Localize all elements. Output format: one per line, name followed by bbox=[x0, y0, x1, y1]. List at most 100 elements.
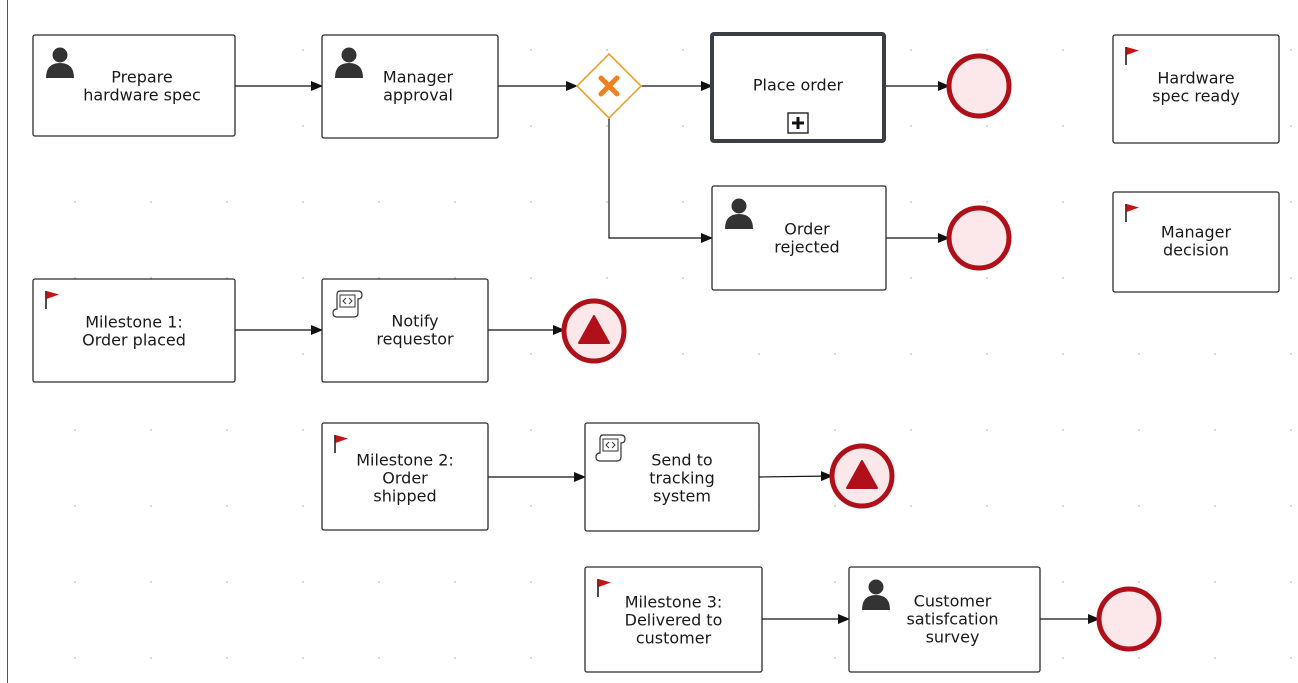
task-box[interactable] bbox=[1112, 34, 1280, 144]
flag-icon bbox=[1125, 47, 1139, 65]
grid-dot bbox=[1290, 505, 1292, 507]
grid-dot bbox=[1138, 505, 1140, 507]
grid-dot bbox=[1062, 657, 1064, 659]
task-label-line: Milestone 1: bbox=[85, 313, 183, 332]
task-place[interactable]: Place order bbox=[710, 32, 886, 143]
grid-dot bbox=[834, 353, 836, 355]
end-event-end-notify[interactable] bbox=[561, 298, 627, 364]
end-event-circle[interactable] bbox=[946, 205, 1012, 271]
escalation-triangle-icon bbox=[846, 460, 878, 489]
grid-dot bbox=[606, 201, 608, 203]
collapsed-subprocess-marker[interactable] bbox=[787, 112, 809, 134]
task-box[interactable] bbox=[321, 34, 499, 139]
sequence-flow-gw-to-rejected[interactable] bbox=[608, 118, 713, 243]
exclusive-gateway[interactable] bbox=[575, 52, 643, 120]
grid-dot bbox=[834, 505, 836, 507]
grid-dot bbox=[606, 49, 608, 51]
grid-dot bbox=[1062, 581, 1064, 583]
grid-dot bbox=[150, 657, 152, 659]
grid-dot bbox=[986, 201, 988, 203]
grid-dot bbox=[454, 657, 456, 659]
end-event-end-survey[interactable] bbox=[1096, 586, 1162, 652]
end-event-end-rejected[interactable] bbox=[946, 205, 1012, 271]
task-label-line: Prepare bbox=[111, 68, 172, 87]
task-box[interactable] bbox=[321, 422, 489, 531]
task-m1[interactable]: Milestone 1:Order placed bbox=[32, 278, 236, 383]
grid-dot bbox=[1062, 125, 1064, 127]
end-event-circle[interactable] bbox=[1096, 586, 1162, 652]
grid-dot bbox=[758, 353, 760, 355]
grid-dot bbox=[530, 505, 532, 507]
grid-dot bbox=[74, 657, 76, 659]
end-event-end-tracking[interactable] bbox=[829, 443, 895, 509]
grid-dot bbox=[834, 429, 836, 431]
grid-dot bbox=[910, 277, 912, 279]
grid-dot bbox=[454, 201, 456, 203]
task-box[interactable] bbox=[848, 566, 1041, 673]
task-box[interactable] bbox=[710, 32, 886, 143]
task-box[interactable] bbox=[321, 278, 489, 383]
end-event-end-place[interactable] bbox=[946, 53, 1012, 119]
grid-dot bbox=[1062, 353, 1064, 355]
user-icon bbox=[46, 47, 74, 78]
grid-dot bbox=[986, 505, 988, 507]
grid-dot bbox=[1290, 277, 1292, 279]
grid-dot bbox=[1290, 49, 1292, 51]
task-box[interactable] bbox=[584, 422, 760, 532]
task-label-line: Order bbox=[382, 469, 428, 488]
grid-dot bbox=[530, 201, 532, 203]
grid-dot bbox=[834, 581, 836, 583]
grid-dot bbox=[150, 505, 152, 507]
task-box[interactable] bbox=[32, 34, 236, 137]
grid-dot bbox=[302, 429, 304, 431]
sequence-flows bbox=[235, 81, 1100, 624]
task-label-line: hardware spec bbox=[83, 86, 201, 105]
task-label-line: requestor bbox=[376, 330, 454, 349]
grid-dot bbox=[682, 201, 684, 203]
task-label-line: Hardware bbox=[1157, 69, 1234, 88]
grid-dot bbox=[74, 429, 76, 431]
task-box[interactable] bbox=[32, 278, 236, 383]
sequence-flow-tracking-to-end-tracking[interactable] bbox=[758, 471, 833, 482]
script-icon bbox=[332, 290, 363, 318]
task-box[interactable] bbox=[584, 566, 763, 673]
end-event-circle[interactable] bbox=[946, 53, 1012, 119]
task-label-line: Place order bbox=[753, 76, 844, 95]
gateway-x-icon bbox=[598, 75, 620, 97]
grid-dot bbox=[74, 505, 76, 507]
grid-dot bbox=[682, 353, 684, 355]
grid-dot bbox=[1138, 353, 1140, 355]
task-box[interactable] bbox=[1112, 191, 1280, 293]
grid-dot bbox=[454, 581, 456, 583]
grid-dot bbox=[834, 657, 836, 659]
flag-icon bbox=[597, 579, 611, 597]
grid-dot bbox=[530, 657, 532, 659]
grid-dot bbox=[302, 581, 304, 583]
task-label-line: survey bbox=[926, 628, 980, 647]
grid-dot bbox=[302, 353, 304, 355]
task-label-line: Manager bbox=[383, 68, 454, 87]
grid-dot bbox=[378, 581, 380, 583]
task-label-line: satisfcation bbox=[906, 610, 998, 629]
grid-dot bbox=[74, 581, 76, 583]
grid-dot bbox=[530, 125, 532, 127]
grid-dot bbox=[986, 429, 988, 431]
grid-dot bbox=[986, 277, 988, 279]
flag-icon bbox=[45, 291, 59, 309]
grid-dot bbox=[1062, 505, 1064, 507]
grid-dot bbox=[150, 429, 152, 431]
task-box[interactable] bbox=[711, 185, 887, 291]
task-label-line: spec ready bbox=[1152, 87, 1240, 106]
task-label-line: Manager bbox=[1161, 223, 1232, 242]
grid-dot bbox=[682, 49, 684, 51]
